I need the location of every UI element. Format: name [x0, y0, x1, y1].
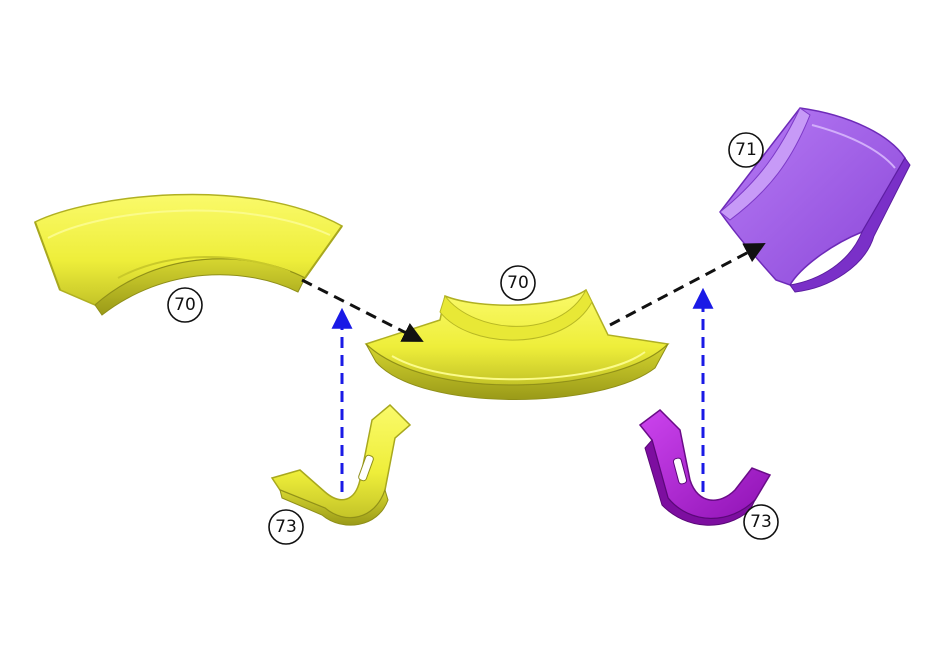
- callout-label: 71: [735, 140, 757, 160]
- callout-73-left: 73: [269, 510, 303, 544]
- callout-label: 73: [275, 517, 297, 537]
- callout-label: 70: [174, 295, 196, 315]
- assembly-arrow-right: [610, 245, 762, 325]
- callout-70-center: 70: [501, 266, 535, 300]
- callout-70-left: 70: [168, 288, 202, 322]
- callout-73-right: 73: [744, 505, 778, 539]
- callout-label: 73: [750, 512, 772, 532]
- callout-71: 71: [729, 133, 763, 167]
- part-70-center: [366, 290, 668, 400]
- callout-label: 70: [507, 273, 529, 293]
- assembly-arrow-left: [302, 280, 420, 340]
